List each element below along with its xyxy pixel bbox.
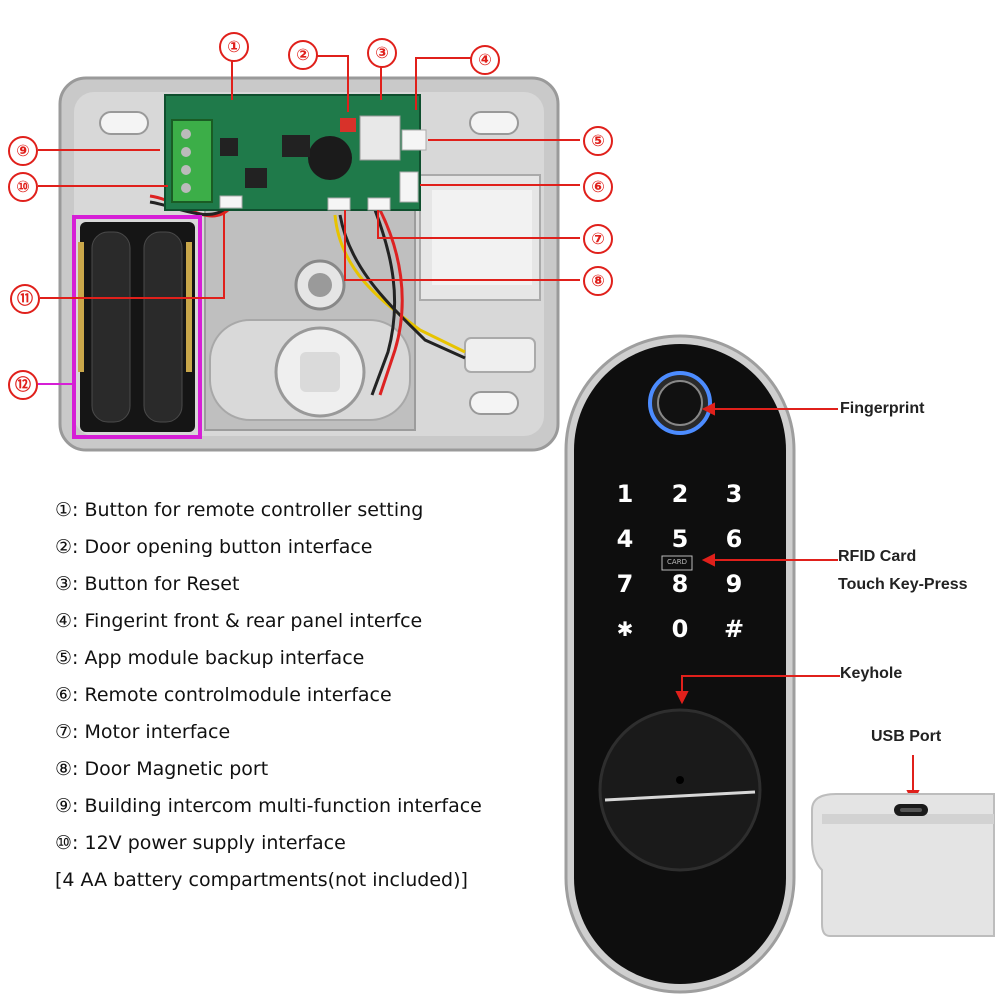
connector-block bbox=[359, 115, 401, 161]
callout-10: ⑩ bbox=[8, 172, 38, 202]
battery-highlight-box bbox=[72, 215, 202, 439]
callout-5: ⑤ bbox=[583, 126, 613, 156]
key-3[interactable]: 3 bbox=[725, 480, 743, 508]
interface-legend: ①: Button for remote controller setting … bbox=[55, 495, 535, 895]
callout-3: ③ bbox=[367, 38, 397, 68]
key-2[interactable]: 2 bbox=[671, 480, 689, 508]
annotation-arrows bbox=[690, 402, 838, 677]
legend-item-7: ⑦: Motor interface bbox=[55, 721, 231, 743]
callout-6: ⑥ bbox=[583, 172, 613, 202]
legend-item-8: ⑧: Door Magnetic port bbox=[55, 758, 269, 780]
callout-11: ⑪ bbox=[10, 284, 40, 314]
callout-9: ⑨ bbox=[8, 136, 38, 166]
legend-item-2: ②: Door opening button interface bbox=[55, 536, 373, 558]
key-9[interactable]: 9 bbox=[725, 570, 743, 598]
legend-item-9: ⑨: Building intercom multi-function inte… bbox=[55, 795, 482, 817]
smart-lock-panel bbox=[564, 334, 796, 994]
key-cylinder bbox=[598, 708, 762, 872]
callout-8: ⑧ bbox=[583, 266, 613, 296]
rfid-card-label: RFID Card bbox=[838, 548, 917, 565]
keyhole-label: Keyhole bbox=[840, 665, 903, 682]
key-6[interactable]: 6 bbox=[725, 525, 743, 553]
lock-internals-illustration bbox=[38, 55, 580, 452]
touch-keypress-label: Touch Key-Press bbox=[838, 576, 968, 593]
key-7[interactable]: 7 bbox=[616, 570, 634, 598]
legend-item-10: ⑩: 12V power supply interface bbox=[55, 832, 346, 854]
legend-note: [4 AA battery compartments(not included)… bbox=[55, 869, 468, 891]
card-mark: CARD bbox=[667, 558, 687, 566]
usb-module bbox=[811, 793, 995, 937]
key-0[interactable]: 0 bbox=[671, 615, 689, 643]
key-8[interactable]: 8 bbox=[671, 570, 689, 598]
key-hash[interactable]: # bbox=[723, 615, 745, 643]
legend-item-6: ⑥: Remote controlmodule interface bbox=[55, 684, 392, 706]
legend-item-3: ③: Button for Reset bbox=[55, 573, 240, 595]
legend-item-4: ④: Fingerint front & rear panel interfce bbox=[55, 610, 423, 632]
callout-2: ② bbox=[288, 40, 318, 70]
callout-4: ④ bbox=[470, 45, 500, 75]
callout-12: ⑫ bbox=[8, 370, 38, 400]
legend-item-1: ①: Button for remote controller setting bbox=[55, 499, 424, 521]
callout-1: ① bbox=[219, 32, 249, 62]
fingerprint-label: Fingerprint bbox=[840, 400, 925, 417]
key-1[interactable]: 1 bbox=[616, 480, 634, 508]
key-4[interactable]: 4 bbox=[616, 525, 634, 553]
legend-item-5: ⑤: App module backup interface bbox=[55, 647, 365, 669]
key-5[interactable]: 5 bbox=[671, 525, 689, 553]
keyhole-arrow bbox=[675, 675, 840, 705]
key-star[interactable]: ✱ bbox=[616, 617, 634, 641]
usb-port-label: USB Port bbox=[871, 728, 942, 745]
callout-7: ⑦ bbox=[583, 224, 613, 254]
